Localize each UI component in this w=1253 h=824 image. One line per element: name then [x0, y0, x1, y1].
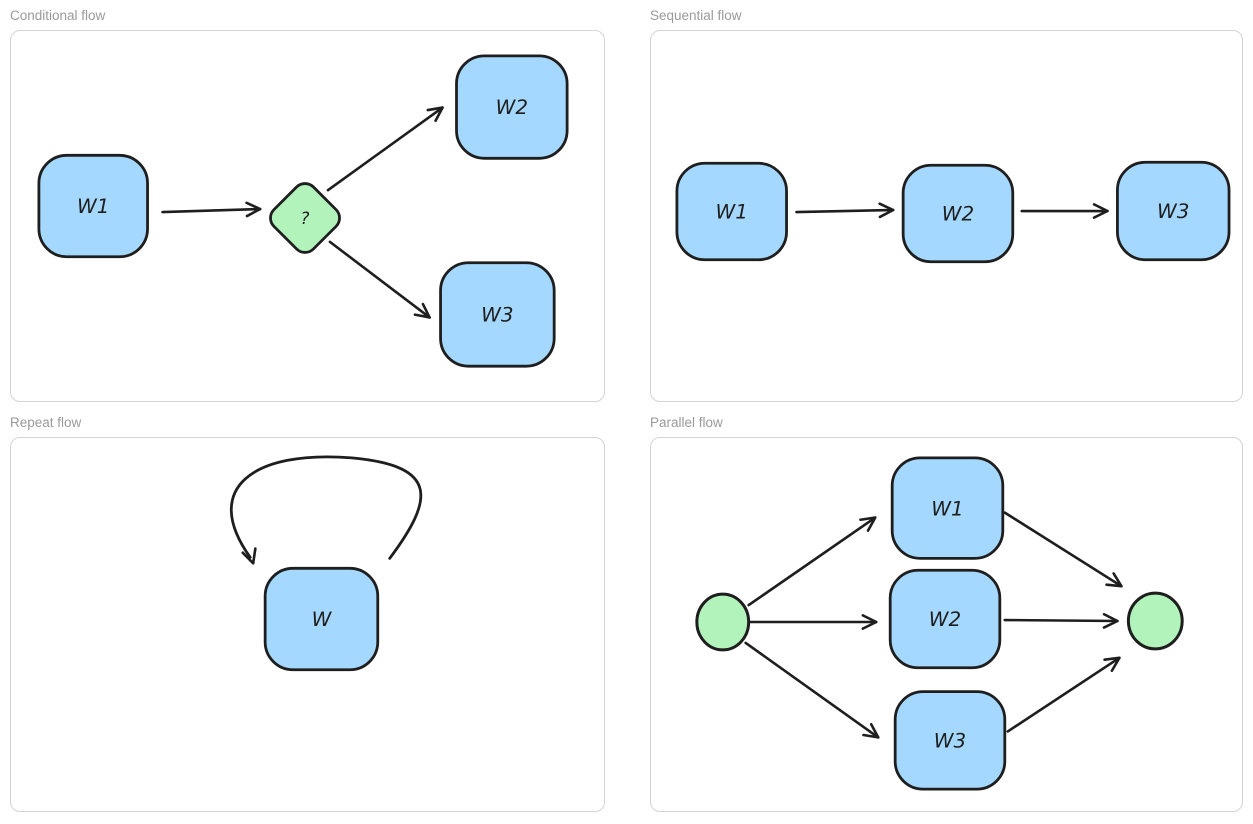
panel-repeat-flow: W: [10, 437, 605, 812]
edge-arrow: [229, 455, 423, 565]
node-w1: W1: [37, 153, 149, 259]
node-w1: W1: [675, 161, 788, 262]
edge-arrow: [1006, 656, 1121, 733]
edge-arrow: [1003, 511, 1123, 588]
arrowhead-icon: [245, 201, 262, 218]
node-label: W3: [481, 304, 513, 327]
edge-arrow: [326, 106, 444, 192]
arrowhead-icon: [426, 106, 444, 123]
node-label: W2: [496, 96, 528, 119]
node-label: W: [312, 608, 333, 631]
node-w3: W3: [439, 261, 556, 368]
edge-arrow: [161, 201, 262, 218]
panel-title-sequential-flow: Sequential flow: [650, 8, 742, 23]
arrowhead-icon: [859, 516, 877, 532]
sequential-flow-diagram: W1 W2 W3: [675, 160, 1231, 264]
node-w2: W2: [888, 568, 1002, 670]
edge-arrow: [1020, 203, 1109, 219]
block-repeat-flow: Repeat flow W: [10, 415, 605, 812]
node-label: W2: [942, 203, 974, 226]
node-w: W: [263, 566, 380, 672]
panel-title-conditional-flow: Conditional flow: [10, 8, 106, 23]
node-label: W3: [1157, 200, 1189, 223]
node-label: W3: [934, 730, 966, 753]
node-label: W1: [931, 497, 963, 520]
repeat-flow-diagram: W: [229, 455, 423, 672]
panel-title-repeat-flow: Repeat flow: [10, 415, 82, 430]
node-label: W1: [716, 201, 748, 224]
node-decision: ?: [269, 182, 341, 254]
node-label: W1: [77, 195, 109, 218]
edge-arrow: [328, 240, 431, 319]
node-w3: W3: [893, 690, 1007, 791]
edge-arrow: [744, 641, 880, 739]
node-gateway: [1126, 591, 1184, 651]
node-label: ?: [301, 208, 310, 228]
block-sequential-flow: Sequential flow W1 W2 W3: [650, 8, 1243, 402]
panel-sequential-flow: W1 W2 W3: [650, 30, 1243, 402]
node-w2: W2: [901, 163, 1015, 264]
arrowhead-icon: [413, 302, 431, 319]
arrowhead-icon: [241, 547, 257, 565]
arrowhead-icon: [878, 202, 895, 219]
node-w3: W3: [1116, 160, 1231, 262]
node-w2: W2: [455, 54, 569, 160]
node-w1: W1: [890, 456, 1005, 560]
edge-arrow: [795, 202, 895, 219]
edge-arrow: [749, 614, 878, 630]
arrowhead-icon: [1092, 203, 1109, 219]
arrowhead-icon: [1103, 656, 1121, 673]
arrowhead-icon: [861, 614, 878, 630]
arrowhead-icon: [862, 722, 880, 739]
edge-arrow: [1003, 612, 1119, 629]
node-label: W2: [929, 608, 961, 631]
edge-arrow: [747, 516, 877, 607]
panel-title-parallel-flow: Parallel flow: [650, 415, 723, 430]
arrowhead-icon: [1102, 612, 1119, 629]
arrowhead-icon: [1105, 572, 1123, 588]
node-gateway: [695, 592, 751, 652]
